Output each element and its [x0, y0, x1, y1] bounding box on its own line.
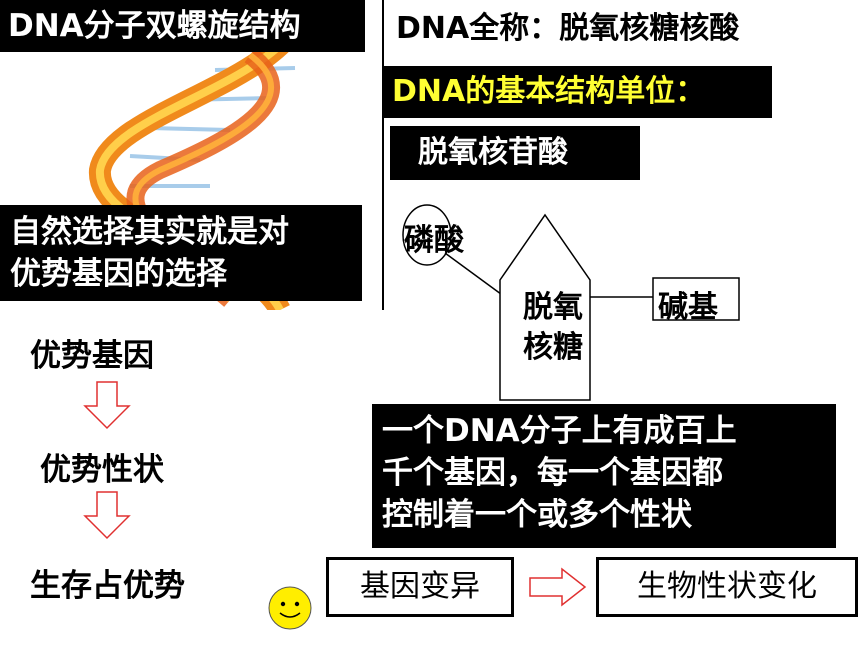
- down-arrow-icon: [83, 491, 131, 540]
- deoxyribose-label: 脱氧 核糖: [514, 288, 592, 368]
- vertical-divider: [382, 0, 384, 310]
- structural-unit-value: 脱氧核苷酸: [390, 126, 640, 180]
- deoxyribose-line-1: 脱氧: [523, 290, 583, 325]
- phosphate-circle: [402, 204, 452, 266]
- selection-note-line-2: 优势基因的选择: [10, 256, 227, 292]
- selection-note-line-1: 自然选择其实就是对: [10, 214, 289, 250]
- base-box: [652, 277, 740, 321]
- smiley-icon: [268, 586, 312, 630]
- natural-selection-note: 自然选择其实就是对 优势基因的选择: [0, 205, 362, 301]
- phosphate-label: 磷酸: [404, 223, 464, 258]
- base-label: 碱基: [658, 290, 718, 325]
- gene-note-line-1: 一个DNA分子上有成百上: [382, 413, 737, 449]
- down-arrow-icon: [83, 381, 131, 430]
- gene-mutation-box: 基因变异: [326, 557, 514, 617]
- dna-full-name: DNA全称：脱氧核糖核酸: [396, 11, 740, 46]
- phosphate-bond: [444, 252, 506, 298]
- flow-survival-advantage: 生存占优势: [30, 568, 185, 604]
- gene-note-line-2: 千个基因，每一个基因都: [382, 455, 723, 491]
- gene-note: 一个DNA分子上有成百上 千个基因，每一个基因都 控制着一个或多个性状: [372, 404, 836, 548]
- right-arrow-icon: [529, 567, 587, 607]
- flow-dominant-gene: 优势基因: [30, 338, 154, 374]
- flow-dominant-trait: 优势性状: [40, 452, 164, 488]
- deoxyribose-line-2: 核糖: [523, 330, 583, 365]
- gene-note-line-3: 控制着一个或多个性状: [382, 497, 692, 533]
- helix-title: DNA分子双螺旋结构: [0, 0, 365, 52]
- nucleotide-diagram: [402, 204, 740, 401]
- sugar-pentagon: [499, 213, 591, 401]
- structural-unit-label: DNA的基本结构单位：: [382, 66, 772, 118]
- trait-change-box: 生物性状变化: [596, 557, 858, 617]
